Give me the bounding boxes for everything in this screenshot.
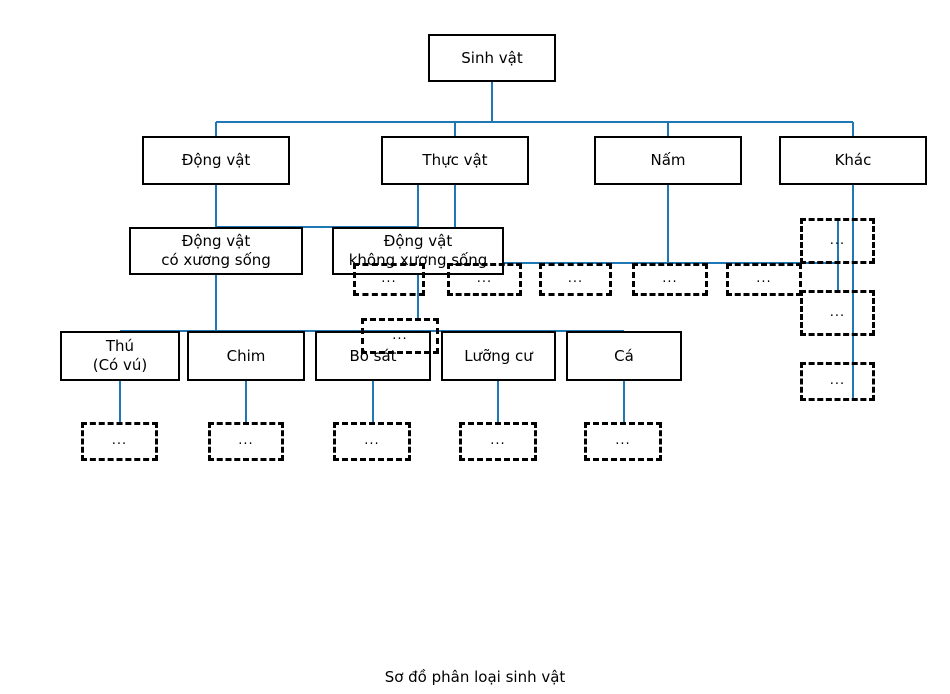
- node-label: Chim: [226, 346, 266, 365]
- placeholder-fish[interactable]: ...: [584, 422, 662, 461]
- placeholder-label: ...: [662, 271, 678, 287]
- placeholder-label: ...: [392, 327, 408, 343]
- node-dong-vat-khong-xuong-song[interactable]: Động vật không xương sống: [332, 227, 504, 275]
- placeholder-invert-5[interactable]: ...: [726, 263, 802, 296]
- node-dong-vat[interactable]: Động vật: [142, 136, 290, 185]
- node-label: Sinh vật: [461, 48, 523, 67]
- node-label: Thú (Có vú): [92, 337, 148, 374]
- placeholder-invert-1[interactable]: ...: [353, 263, 425, 296]
- placeholder-label: ...: [111, 433, 128, 449]
- node-label: Lưỡng cư: [464, 346, 533, 365]
- placeholder-reptiles[interactable]: ...: [333, 422, 411, 461]
- placeholder-label: ...: [615, 433, 631, 449]
- placeholder-invert-2[interactable]: ...: [447, 263, 522, 296]
- node-label: Khác: [834, 151, 872, 170]
- node-ca[interactable]: Cá: [566, 331, 682, 381]
- placeholder-other-2[interactable]: ...: [800, 290, 875, 336]
- placeholder-invert-3[interactable]: ...: [539, 263, 612, 296]
- placeholder-invert-4[interactable]: ...: [632, 263, 708, 296]
- node-label: Thực vật: [422, 151, 488, 170]
- placeholder-label: ...: [829, 304, 846, 320]
- placeholder-label: ...: [490, 433, 506, 449]
- placeholder-label: ...: [829, 232, 846, 248]
- placeholder-label: ...: [476, 271, 493, 287]
- placeholder-label: ...: [364, 433, 380, 449]
- placeholder-other-3[interactable]: ...: [800, 362, 875, 401]
- node-nam[interactable]: Nấm: [594, 136, 742, 185]
- node-label: Cá: [614, 346, 634, 365]
- node-label: Động vật có xương sống: [161, 232, 271, 269]
- placeholder-label: ...: [238, 433, 254, 449]
- placeholder-label: ...: [829, 373, 846, 389]
- placeholder-birds[interactable]: ...: [208, 422, 284, 461]
- placeholder-amphibians[interactable]: ...: [459, 422, 537, 461]
- node-label: Động vật: [181, 151, 251, 170]
- placeholder-label: ...: [567, 271, 584, 287]
- node-chim[interactable]: Chim: [187, 331, 305, 381]
- diagram-caption: Sơ đồ phân loại sinh vật: [384, 668, 566, 686]
- placeholder-other-1[interactable]: ...: [800, 218, 875, 264]
- placeholder-reptile-overlap[interactable]: ...: [361, 318, 439, 354]
- node-dong-vat-co-xuong-song[interactable]: Động vật có xương sống: [129, 227, 303, 275]
- node-sinh-vat[interactable]: Sinh vật: [428, 34, 556, 82]
- placeholder-mammals[interactable]: ...: [81, 422, 158, 461]
- placeholder-label: ...: [381, 271, 397, 287]
- node-label: Nấm: [650, 151, 686, 170]
- node-thuc-vat[interactable]: Thực vật: [381, 136, 529, 185]
- node-luong-cu[interactable]: Lưỡng cư: [441, 331, 556, 381]
- node-khac[interactable]: Khác: [779, 136, 927, 185]
- node-thu-co-vu[interactable]: Thú (Có vú): [60, 331, 180, 381]
- placeholder-label: ...: [756, 271, 772, 287]
